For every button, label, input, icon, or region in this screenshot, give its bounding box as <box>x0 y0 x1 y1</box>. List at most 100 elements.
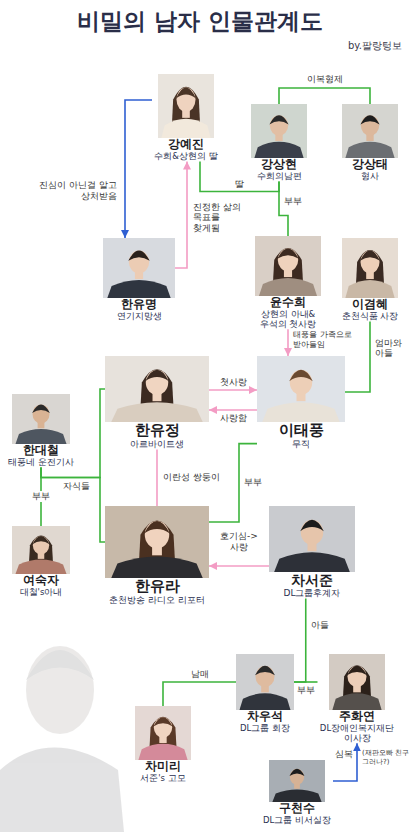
character-name: 한유명 <box>103 298 175 312</box>
portrait-photo <box>12 526 70 574</box>
portrait-shape <box>290 370 312 395</box>
character-card: 이겸혜춘천식품 사장 <box>340 238 401 322</box>
portrait-shape <box>105 506 209 578</box>
relation-line <box>287 329 289 356</box>
character-role: DL그룹 비서실장 <box>261 816 333 826</box>
character-name: 차우석 <box>236 710 294 724</box>
relation-label: 태풍을 가족으로 받아들임 <box>293 330 355 349</box>
relation-label: 사랑함 <box>212 413 254 424</box>
character-card: 주화연DL장애인복지재단 이사장 <box>318 654 397 743</box>
portrait-shape <box>347 666 366 687</box>
character-role: 무직 <box>257 439 345 449</box>
portrait-shape <box>255 666 275 676</box>
portrait-shape <box>12 526 70 574</box>
portrait-shape <box>269 760 325 802</box>
portrait-shape <box>138 744 187 760</box>
character-name: 차미리 <box>134 760 192 774</box>
relation-label: 부부 <box>284 196 308 207</box>
character-card: 한유정아르바이트생 <box>105 356 209 450</box>
portrait-shape <box>289 370 313 381</box>
portrait-photo <box>342 238 398 298</box>
portrait-shape <box>300 520 324 531</box>
portrait-shape <box>103 238 175 298</box>
portrait-photo <box>329 654 385 710</box>
portrait-shape <box>360 251 379 274</box>
character-role: 대철's아내 <box>12 588 70 598</box>
portrait-shape <box>176 87 196 98</box>
portrait-photo <box>105 356 209 422</box>
portrait-photo <box>135 706 191 760</box>
portrait-shape <box>301 520 323 545</box>
portrait-shape <box>236 654 294 710</box>
character-role: 형사 <box>341 172 399 182</box>
character-name: 주화연 <box>318 710 397 724</box>
portrait-photo <box>158 74 214 138</box>
character-role: 연기지망생 <box>103 312 175 322</box>
portrait-shape <box>145 370 169 381</box>
portrait-shape <box>290 769 304 785</box>
portrait-shape <box>259 278 317 296</box>
relation-label: 부부 <box>295 685 317 696</box>
relation-line <box>156 450 158 506</box>
character-name: 구천수 <box>261 802 333 816</box>
portrait-shape <box>154 717 172 738</box>
portrait-shape <box>270 115 288 136</box>
portrait-shape <box>332 693 381 710</box>
portrait-shape <box>345 280 394 298</box>
portrait-photo <box>257 356 345 422</box>
character-role: DL그룹 회장 <box>236 724 294 734</box>
portrait-shape <box>272 789 321 802</box>
portrait-photo <box>269 760 325 802</box>
portrait-shape <box>144 521 170 533</box>
relation-label: 부부 <box>30 491 52 502</box>
portrait-shape <box>290 769 305 776</box>
faded-portrait-head <box>26 646 94 734</box>
character-role: 춘천식품 사장 <box>340 312 401 322</box>
portrait-shape <box>15 560 66 574</box>
relation-line <box>333 743 357 781</box>
character-card: 여숙자대철's아내 <box>12 526 70 598</box>
portrait-shape <box>33 405 50 424</box>
character-card: 윤수희상현의 아내& 우석의 첫사랑 <box>254 236 322 329</box>
portrait-shape <box>342 104 398 158</box>
portrait-shape <box>255 236 321 296</box>
character-name: 한대철 <box>6 444 76 458</box>
faded-portrait-body <box>0 748 124 832</box>
relation-line <box>175 162 187 268</box>
character-name: 한유라 <box>105 578 209 595</box>
relation-label: 첫사랑 <box>212 377 254 388</box>
note-text: (재판오빠 친구 그러나?) <box>362 749 410 766</box>
portrait-shape <box>176 87 195 111</box>
relation-line <box>209 389 257 391</box>
relation-label: 부부 <box>244 477 268 488</box>
character-name: 여숙자 <box>12 574 70 588</box>
character-card: 이태풍무직 <box>257 356 345 450</box>
portrait-shape <box>12 394 70 444</box>
character-name: 한유정 <box>105 422 209 439</box>
portrait-photo <box>103 238 175 298</box>
relation-label: 엄마와 아들 <box>375 338 411 360</box>
portrait-shape <box>33 536 49 554</box>
portrait-photo <box>269 506 355 572</box>
portrait-shape <box>107 280 170 298</box>
relation-label: 심복 <box>333 749 353 760</box>
portrait-shape <box>361 115 379 136</box>
portrait-shape <box>129 251 149 274</box>
relation-line <box>209 565 269 567</box>
relation-label: 자식들 <box>59 481 95 492</box>
portrait-shape <box>239 693 290 710</box>
portrait-photo <box>105 506 209 578</box>
portrait-photo <box>251 104 307 158</box>
character-card: 차서준DL그룹후계자 <box>269 506 355 598</box>
portrait-shape <box>15 429 66 444</box>
portrait-shape <box>135 706 191 760</box>
relation-label: 진정한 삶의 목표를 찾게됨 <box>193 202 247 234</box>
character-card: 구천수DL그룹 비서실장 <box>261 760 333 826</box>
portrait-shape <box>128 251 149 261</box>
faded-portrait-hair <box>26 650 94 680</box>
character-role: 수희의남편 <box>250 172 308 182</box>
portrait-shape <box>269 506 355 572</box>
relation-label: 딸 <box>231 179 249 190</box>
character-role: 서준's 고모 <box>134 774 192 784</box>
portrait-shape <box>342 238 398 298</box>
